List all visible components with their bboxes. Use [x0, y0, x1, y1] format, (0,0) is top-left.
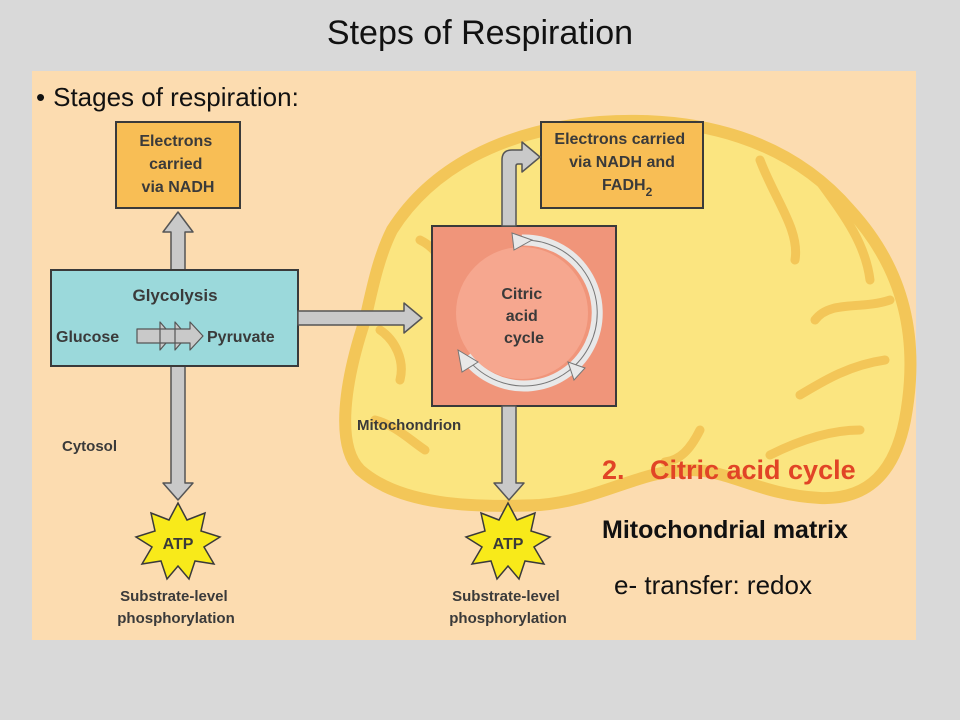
svg-text:FADH2: FADH2 [602, 177, 653, 199]
svg-text:Electrons carried via NADH: Electrons carried via NADH and [554, 131, 689, 171]
step-number: 2. [602, 455, 625, 485]
electrons-right-line-1: Electrons carried [554, 131, 685, 148]
arrow-to-citric [297, 302, 423, 334]
svg-text:Substrate-level phosphoryl: Substrate-level phosphorylation [449, 588, 567, 627]
cycle-arrow-head-1 [511, 232, 534, 251]
mitochondrion-label: Mitochondrion [357, 417, 461, 434]
bullet-stages: •Stages of respiration: [36, 82, 299, 113]
cycle-arrow-head-2 [567, 361, 586, 381]
arrow-down-left [162, 365, 194, 501]
step-heading: 2. Citric acid cycle [602, 455, 856, 486]
bullet-text: Stages of respiration: [53, 82, 299, 112]
location-text: Mitochondrial matrix [602, 516, 848, 544]
atp-star-left [134, 501, 222, 581]
substrate-right-line-2: phosphorylation [449, 610, 567, 627]
substrate-right-line-1: Substrate-level [452, 588, 560, 605]
electrons-box-left [115, 121, 241, 209]
redox-note: e- transfer: redox [614, 570, 812, 600]
substrate-left-line-2: phosphorylation [117, 610, 235, 627]
step-label: Citric acid cycle [650, 455, 856, 485]
cycle-arrow-head-3 [457, 349, 479, 373]
electrons-right-line-3: FADH [602, 177, 646, 194]
substrate-left-line-1: Substrate-level [120, 588, 228, 605]
glycolysis-arrows [136, 321, 204, 351]
slide-title: Steps of Respiration [326, 14, 634, 52]
electrons-box-right [540, 121, 704, 209]
cytosol-label: Cytosol [62, 438, 117, 455]
arrow-up-left [162, 211, 194, 271]
pyruvate-label: Pyruvate [207, 329, 275, 346]
atp-label-left: ATP [163, 536, 194, 553]
bullet-dot: • [36, 82, 46, 112]
glycolysis-label: Glycolysis [132, 286, 217, 305]
fadh-subscript: 2 [646, 185, 653, 199]
svg-text:Substrate-level phosphoryl: Substrate-level phosphorylation [117, 588, 235, 627]
citric-cycle-inner [456, 247, 588, 379]
atp-label-right: ATP [493, 536, 524, 553]
glycolysis-box [50, 269, 299, 367]
citric-line-1: Citric [501, 286, 542, 303]
electrons-left-line-2: carried [149, 156, 202, 173]
glucose-label: Glucose [56, 329, 119, 346]
electrons-left-line-1: Electrons [139, 133, 212, 150]
arrow-down-right [493, 405, 525, 501]
electrons-right-line-2: via NADH and [569, 154, 675, 171]
svg-text:Citric acid cycle: Citric acid cycle [501, 286, 546, 347]
svg-text:Electrons carried via: Electrons carried via NADH [139, 133, 216, 196]
citric-line-2: acid [506, 308, 538, 325]
atp-star-right [464, 501, 552, 581]
arrow-up-right [501, 141, 541, 227]
citric-line-3: cycle [504, 330, 544, 347]
electrons-left-line-3: via NADH [142, 179, 215, 196]
